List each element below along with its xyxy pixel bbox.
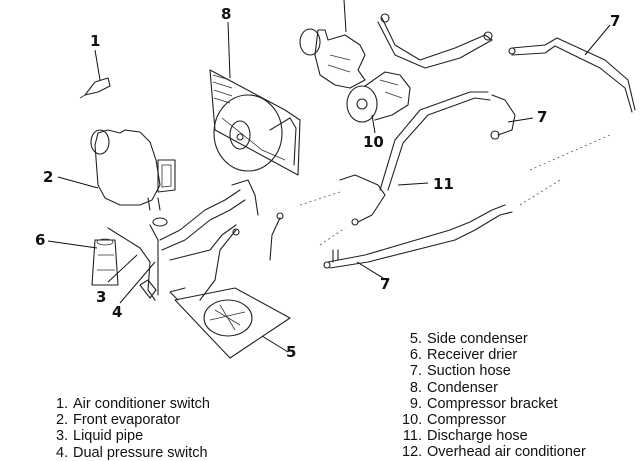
legend-item: 3.Liquid pipe [56, 428, 210, 444]
callout-7-middle: 7 [537, 108, 548, 126]
leader-4 [119, 261, 156, 304]
leader-7b [507, 117, 534, 123]
legend-item: 2.Front evaporator [56, 412, 210, 428]
air-conditioner-switch-part [79, 77, 111, 99]
compressor-part [346, 71, 411, 123]
legend-label: Air conditioner switch [73, 396, 210, 412]
callout-5: 5 [286, 343, 297, 361]
legend-label: Compressor [427, 412, 506, 429]
legend-label: Side condenser [427, 331, 528, 347]
callout-7-lower: 7 [380, 275, 391, 293]
legend-label: Compressor bracket [427, 395, 558, 412]
legend-number: 4. [56, 444, 69, 461]
suction-hose-lower-part [323, 204, 513, 269]
legend-item: 12.Overhead air conditioner [402, 444, 586, 460]
leader-5 [261, 335, 289, 353]
legend-label: Condenser [427, 379, 498, 396]
legend-number: 7. [409, 363, 422, 380]
callout-1: 1 [90, 32, 101, 50]
upper-pipe-assembly [377, 13, 493, 69]
callout-4: 4 [112, 303, 123, 321]
leader-7a [584, 24, 611, 56]
condenser-part [209, 69, 301, 176]
side-condenser-part [169, 287, 291, 359]
legend-item: 1.Air conditioner switch [56, 396, 210, 412]
legend-label: Suction hose [427, 363, 511, 380]
legend-number: 8. [409, 379, 422, 396]
legend-number: 9. [409, 395, 422, 412]
legend-item: 4.Dual pressure switch [56, 445, 210, 461]
legend-number: 3. [56, 428, 69, 445]
legend-label: Front evaporator [73, 412, 181, 429]
legend-number: 5. [409, 331, 422, 347]
legend-item: 10.Compressor [402, 412, 586, 428]
leader-9 [343, 0, 347, 33]
legend-label: Discharge hose [427, 428, 528, 445]
legend-item: 9. Compressor bracket [402, 396, 586, 412]
leader-10 [371, 114, 376, 134]
legend-number: 6. [409, 347, 422, 364]
legend-label: Overhead air conditioner [427, 444, 586, 461]
legend-left: 1.Air conditioner switch 2.Front evapora… [56, 396, 210, 461]
legend-label: Dual pressure switch [73, 444, 208, 461]
leader-11 [397, 182, 429, 186]
callout-7-top-right: 7 [610, 12, 621, 30]
leader-6 [47, 240, 98, 249]
discharge-hose-part [339, 91, 516, 226]
legend-item: 11. Discharge hose [402, 428, 586, 444]
callout-3: 3 [96, 288, 107, 306]
legend-item: 8. Condenser [402, 380, 586, 396]
suction-hose-top-part [508, 37, 636, 113]
leader-7c [356, 261, 384, 279]
legend-label: Liquid pipe [73, 428, 144, 445]
side-condenser-pipes [199, 212, 284, 301]
leader-1 [94, 49, 101, 81]
leader-2 [57, 176, 99, 189]
legend-label: Receiver drier [427, 347, 518, 364]
callout-8: 8 [221, 5, 232, 23]
leader-3 [107, 254, 138, 283]
legend-number: 11. [402, 428, 422, 445]
front-evaporator-part [90, 129, 176, 211]
legend-item: 7. Suction hose [402, 363, 586, 379]
liquid-pipe-part [107, 179, 259, 301]
receiver-drier-part [91, 238, 119, 286]
legend-right: 5. Side condenser 6. Receiver drier 7. Suct… [402, 331, 586, 461]
legend-number: 2. [56, 412, 69, 429]
compressor-bracket-part [299, 28, 366, 89]
legend-item: 6. Receiver drier [402, 347, 586, 363]
leader-8 [227, 21, 231, 79]
legend-number: 1. [56, 396, 69, 412]
callout-11: 11 [433, 175, 454, 193]
legend-item: 5. Side condenser [402, 331, 586, 347]
callout-10: 10 [363, 133, 384, 151]
callout-2: 2 [43, 168, 54, 186]
legend-number: 10. [402, 412, 423, 429]
legend-number: 12. [402, 444, 423, 461]
callout-6: 6 [35, 231, 46, 249]
